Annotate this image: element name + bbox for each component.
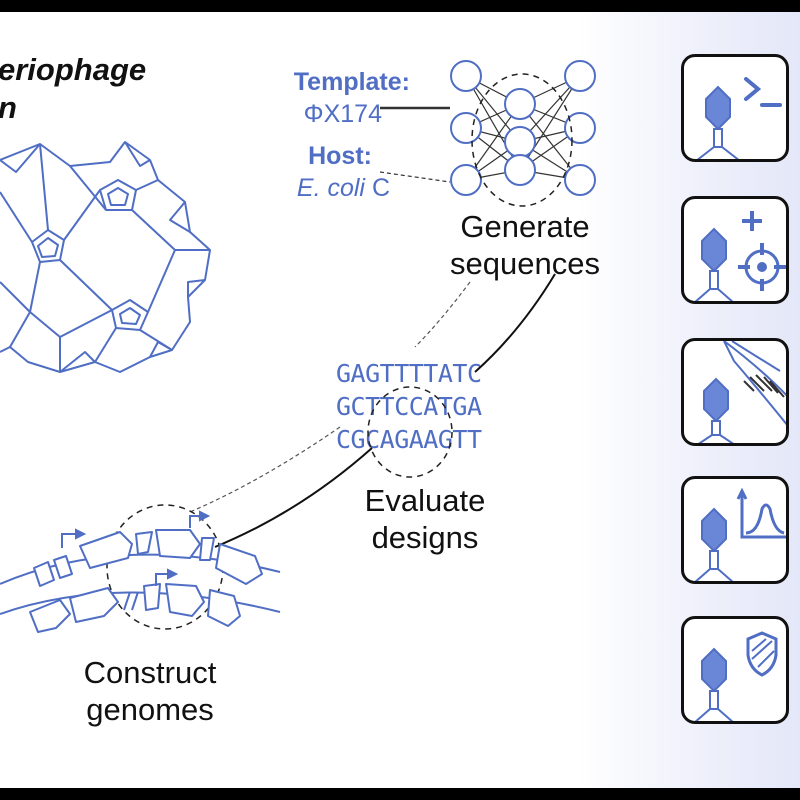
- diagram-panel: eriophage n: [0, 12, 800, 788]
- step-evaluate-line-1: Evaluate: [364, 483, 486, 518]
- title-line-2: n: [0, 90, 17, 126]
- card-shield: [681, 616, 789, 724]
- title-line-1: eriophage: [0, 52, 147, 87]
- dna-strand-icon: [723, 341, 786, 426]
- host-species: E. coli: [296, 174, 365, 202]
- card-target: [681, 196, 789, 304]
- letterbox-top: [0, 0, 800, 12]
- terminal-prompt-icon: [744, 77, 782, 107]
- plus-crosshair-icon: [738, 211, 786, 291]
- phage-capsid-illustration: [0, 141, 211, 373]
- sequence-line: GAGTTTTATC: [336, 359, 482, 388]
- step-construct-line-2: genomes: [86, 692, 214, 727]
- step-evaluate-line-2: designs: [371, 520, 479, 555]
- card-dna: [681, 338, 789, 446]
- host-value: E. coli C: [240, 174, 390, 203]
- workflow-connectors: [0, 273, 556, 633]
- step-generate: Generate sequences: [430, 208, 620, 282]
- letterbox-bottom: [0, 788, 800, 800]
- phage-icon: [696, 85, 740, 159]
- sequence-line: GCTTCCATGA: [336, 392, 482, 421]
- card-growth: [681, 476, 789, 584]
- neural-network-diagram: [380, 60, 596, 207]
- host-strain: C: [365, 174, 390, 202]
- step-generate-line-2: sequences: [450, 246, 600, 281]
- template-value: ΦX174: [303, 100, 382, 128]
- designed-sequences: GAGTTTTATC GCTTCCATGA CGCAGAAGTT: [336, 357, 482, 456]
- step-evaluate: Evaluate designs: [340, 482, 510, 556]
- step-generate-line-1: Generate: [460, 209, 590, 244]
- sequence-line: CGCAGAAGTT: [336, 425, 482, 454]
- step-construct: Construct genomes: [40, 654, 260, 728]
- template-label: Template:: [293, 68, 410, 96]
- card-terminal: [681, 54, 789, 162]
- growth-curve-icon: [736, 487, 786, 539]
- shield-check-icon: [746, 631, 778, 677]
- host-label: Host:: [308, 142, 372, 170]
- step-construct-line-1: Construct: [83, 655, 217, 690]
